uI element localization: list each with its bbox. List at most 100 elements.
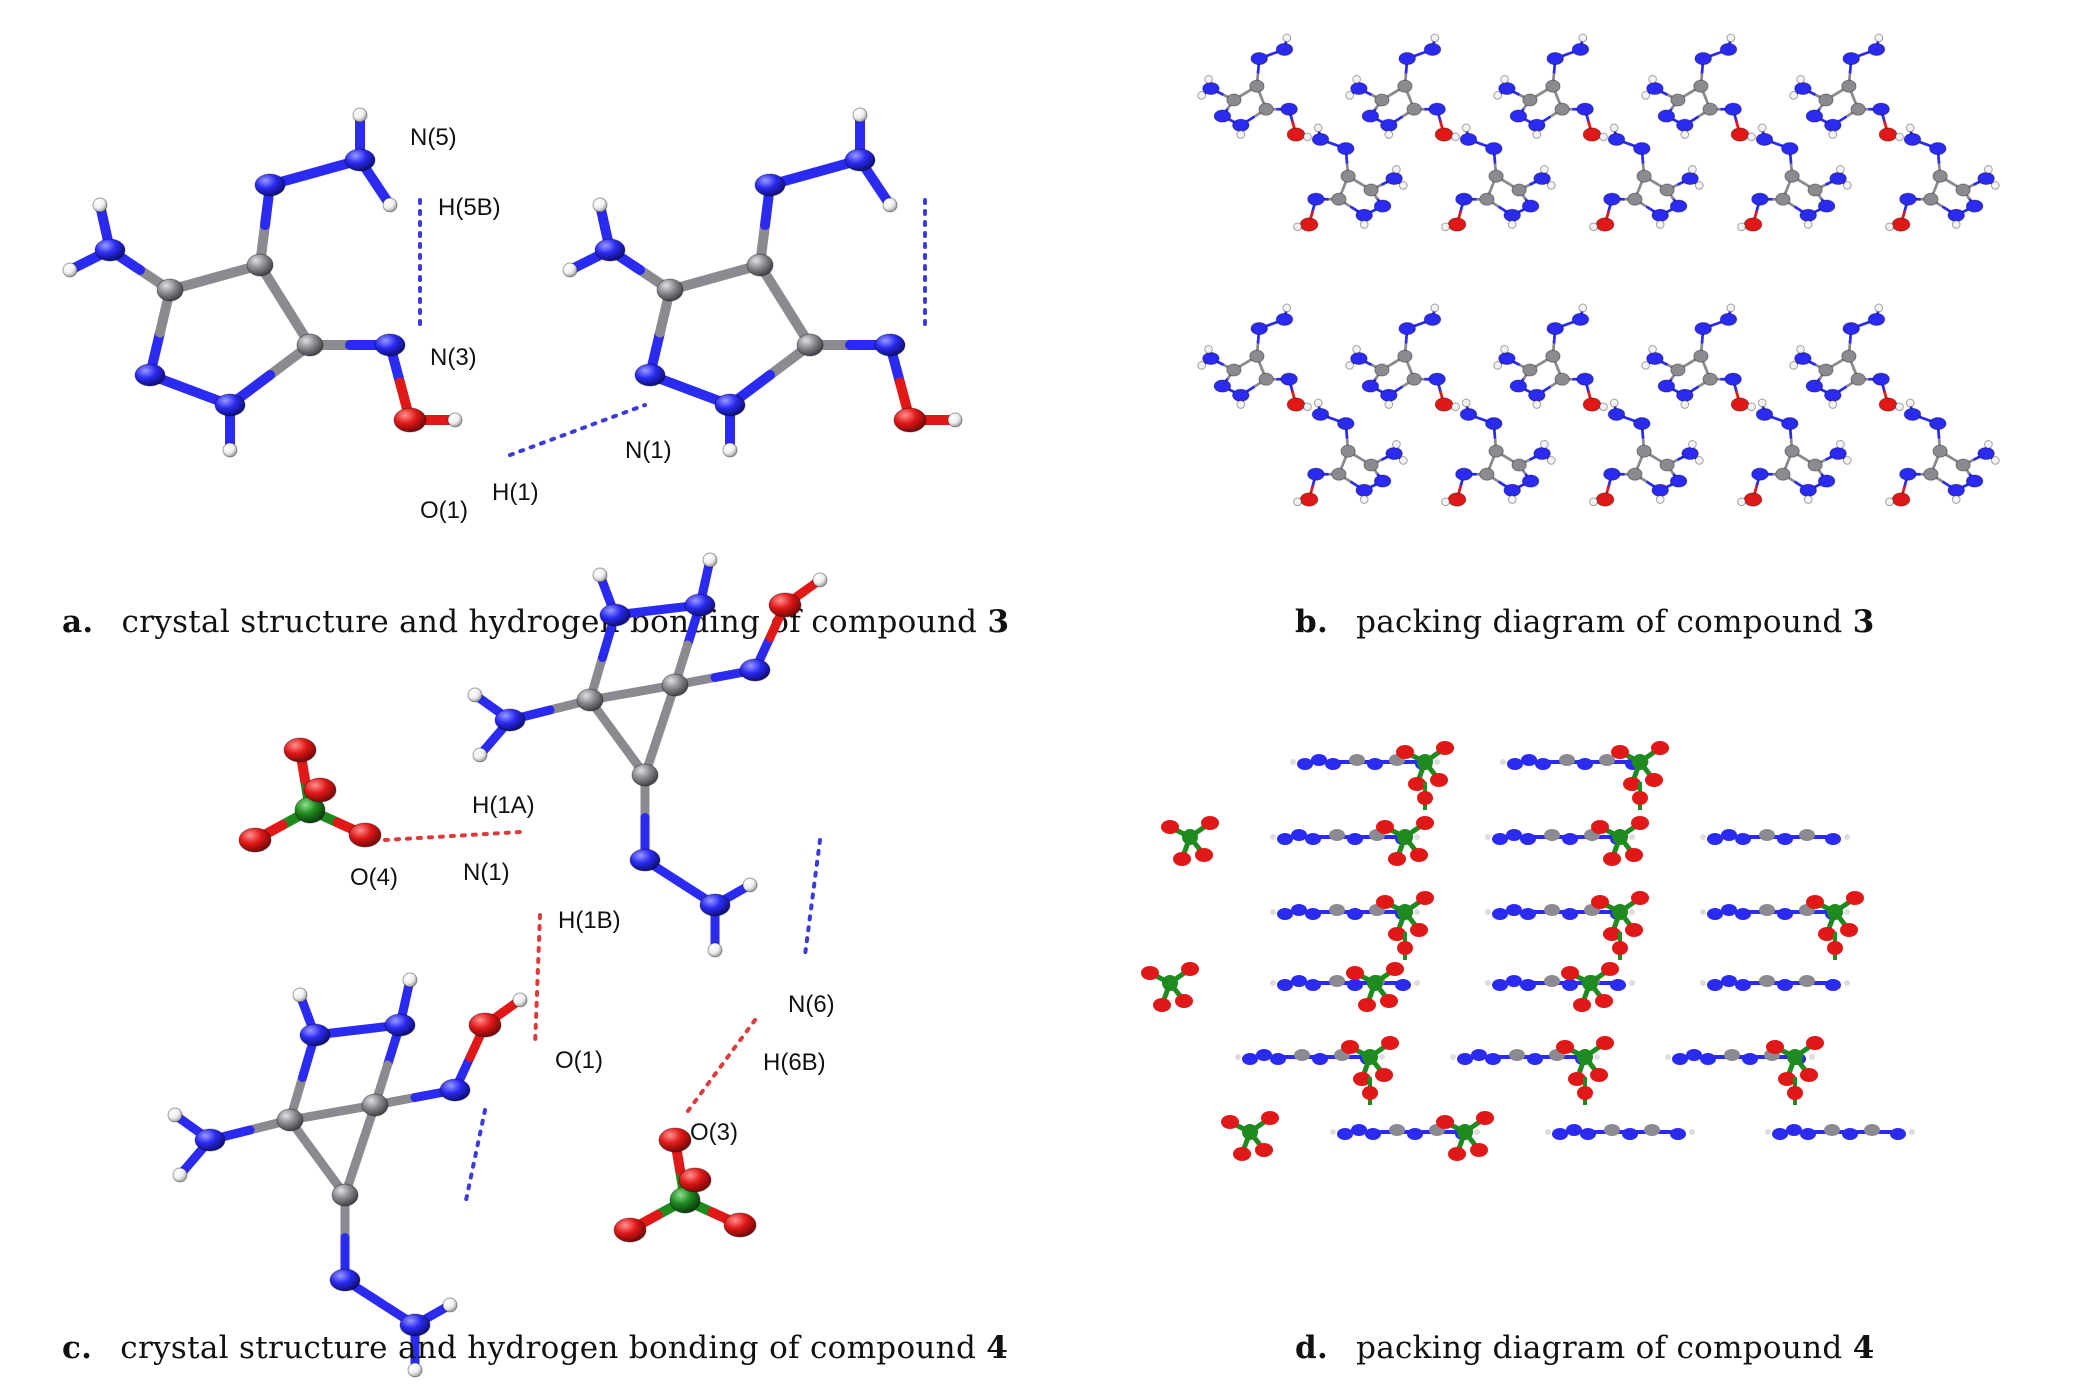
atom-h xyxy=(1655,220,1665,229)
atom-h xyxy=(467,687,483,703)
atom xyxy=(1277,833,1293,845)
panel-c-molecule-image: H(1A) O(4) N(1) H(1B) O(1) N(6) H(6B) O(… xyxy=(167,552,835,1378)
atom-o xyxy=(1434,127,1454,142)
packed-molecule xyxy=(1641,303,1756,412)
atom-n xyxy=(1498,81,1516,96)
atom xyxy=(1506,904,1522,916)
atom-h xyxy=(1270,909,1276,915)
atom-h xyxy=(1789,91,1799,100)
atom-h xyxy=(1313,123,1323,133)
atom-o xyxy=(1603,927,1621,941)
molecules-compound-4 xyxy=(167,552,828,1378)
atom xyxy=(1580,1128,1596,1140)
atom xyxy=(1291,904,1307,916)
atom-o xyxy=(1141,966,1159,980)
atom-o xyxy=(1261,1111,1279,1125)
atom-n xyxy=(1817,474,1836,488)
atom-h xyxy=(1204,344,1213,354)
atom-o xyxy=(1353,1072,1371,1086)
atom-n xyxy=(754,173,786,197)
atom-n xyxy=(1657,379,1676,393)
atom-c xyxy=(1670,363,1686,377)
atom-n xyxy=(384,1013,416,1037)
atom-h xyxy=(1909,1129,1915,1135)
atom-o xyxy=(1743,492,1763,507)
atom-h xyxy=(1461,123,1471,133)
atom-h xyxy=(1951,495,1961,504)
atom-o xyxy=(1380,994,1398,1008)
atom-n xyxy=(1455,467,1473,481)
atom-n xyxy=(629,848,661,872)
atom-n xyxy=(94,238,126,262)
atom-n xyxy=(1350,81,1368,96)
atom-c xyxy=(1522,93,1538,107)
atom-o xyxy=(1416,816,1434,830)
atom-h xyxy=(62,262,78,278)
atom-cl xyxy=(1367,975,1383,991)
atom-o xyxy=(1591,820,1609,834)
atom-o xyxy=(1396,745,1414,759)
atom-h xyxy=(1688,439,1697,449)
atom-h xyxy=(1737,222,1746,232)
atom-o xyxy=(1299,217,1319,232)
atom-n xyxy=(1232,118,1250,132)
atom-o xyxy=(1818,927,1836,941)
atom xyxy=(1291,829,1307,841)
atom-n xyxy=(1676,388,1694,402)
atom-n xyxy=(1719,312,1738,326)
atom-o xyxy=(1631,816,1649,830)
atom-n xyxy=(329,1268,361,1292)
atom-o xyxy=(1561,966,1579,980)
atom-h xyxy=(1270,980,1276,986)
atom-n xyxy=(299,1023,331,1047)
atom-c xyxy=(331,1183,359,1207)
atom-n xyxy=(1817,199,1836,213)
atom-h xyxy=(1641,361,1651,370)
packed-molecule xyxy=(1737,398,1852,507)
atom-n xyxy=(1842,322,1860,336)
atom-h xyxy=(1392,164,1401,174)
packed-molecule xyxy=(1789,33,1904,142)
atom-c xyxy=(276,1108,304,1132)
atom-n xyxy=(1929,142,1947,156)
caption-b-letter: b. xyxy=(1295,604,1329,640)
atom-n xyxy=(194,1128,226,1152)
atom-h xyxy=(1236,130,1246,139)
atom-h xyxy=(1540,164,1549,174)
atom-n xyxy=(699,893,731,917)
atom-c xyxy=(1923,192,1939,206)
atom-h xyxy=(442,1297,458,1313)
atom xyxy=(1864,1124,1880,1136)
atom-n xyxy=(134,363,166,387)
atom-o xyxy=(238,827,272,853)
atom xyxy=(1395,979,1411,991)
atom-c xyxy=(1627,192,1643,206)
atom-cl xyxy=(1397,829,1413,845)
atom-h xyxy=(1874,33,1884,43)
atom-o xyxy=(283,737,317,763)
atom-o xyxy=(1386,962,1404,976)
atom-h xyxy=(1236,400,1246,409)
atom xyxy=(1535,758,1551,770)
atom-c xyxy=(1807,458,1823,472)
atom-n xyxy=(1571,42,1590,56)
atom-n xyxy=(1751,467,1769,481)
atom-c xyxy=(1850,102,1866,116)
atom-n xyxy=(1903,407,1922,421)
atom-n xyxy=(1250,322,1268,336)
atom-h xyxy=(1451,402,1460,412)
atom-cl xyxy=(1827,904,1843,920)
atom xyxy=(1672,1053,1688,1065)
atom-label-n1-c: N(1) xyxy=(463,859,510,886)
atom-label-n5: N(5) xyxy=(410,124,457,151)
caption-c-compound: 4 xyxy=(986,1330,1009,1366)
atom-c xyxy=(1249,79,1265,93)
atom-o xyxy=(1631,891,1649,905)
atom-n xyxy=(1337,142,1355,156)
atom-h xyxy=(1641,91,1651,100)
atom-n xyxy=(1528,388,1546,402)
atom-c xyxy=(1693,79,1709,93)
atom-o xyxy=(1645,773,1663,787)
atom xyxy=(1349,754,1365,766)
atom-o xyxy=(303,777,337,803)
